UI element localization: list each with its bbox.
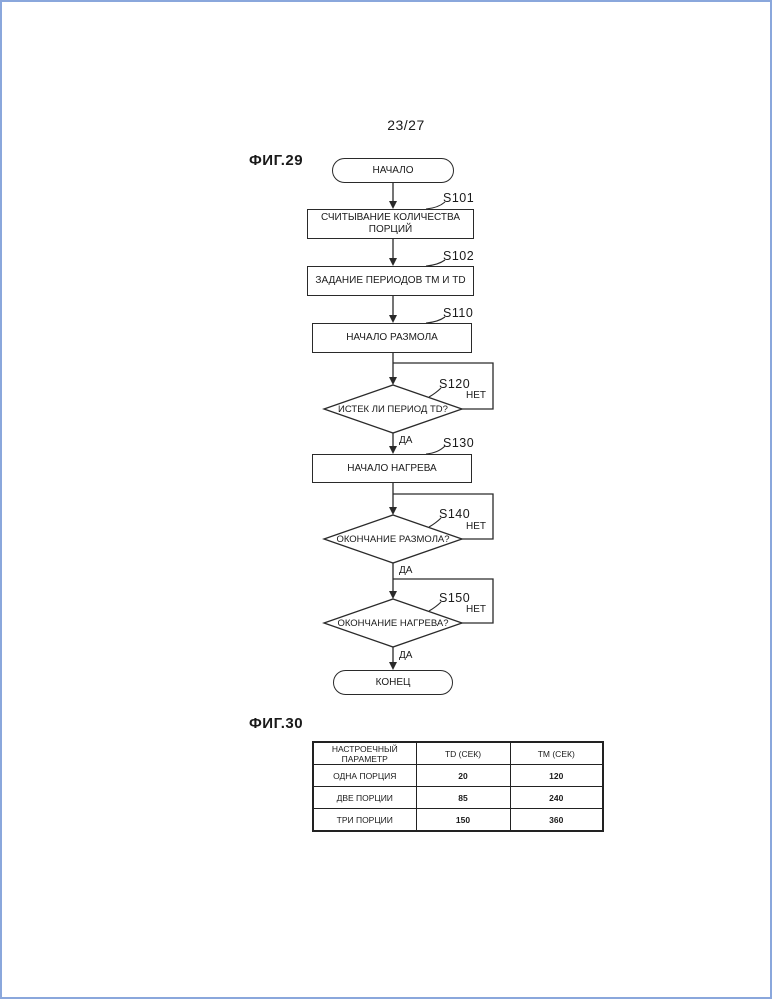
step-box-s101: СЧИТЫВАНИЕ КОЛИЧЕСТВА ПОРЦИЙ xyxy=(307,209,474,239)
step-box-s130: НАЧАЛО НАГРЕВА xyxy=(312,454,472,483)
table-cell-td: 20 xyxy=(415,764,511,787)
table-header-td: TD (СЕК) xyxy=(415,741,511,765)
table-header-parameter: НАСТРОЕЧНЫЙ ПАРАМЕТР xyxy=(312,741,417,765)
table-header-tm: TM (СЕК) xyxy=(509,741,604,765)
table-cell-portion: ОДНА ПОРЦИЯ xyxy=(312,764,417,787)
fig29-label: ФИГ.29 xyxy=(249,152,304,169)
table-cell-portion: ТРИ ПОРЦИИ xyxy=(312,808,417,832)
arrowhead-s101 xyxy=(389,201,397,209)
step-label-s140: S140 xyxy=(439,507,471,521)
arrowhead-s102 xyxy=(389,258,397,266)
step-box-s110: НАЧАЛО РАЗМОЛА xyxy=(312,323,472,353)
step-label-s150: S150 xyxy=(439,591,471,605)
table-row: ТРИ ПОРЦИИ 150 360 xyxy=(312,808,604,832)
arrowhead-s110 xyxy=(389,315,397,323)
arrowhead-end xyxy=(389,662,397,670)
table-cell-tm: 240 xyxy=(509,786,604,809)
step-label-s110: S110 xyxy=(443,306,474,320)
diamond-text-s140: ОКОНЧАНИЕ РАЗМОЛА? xyxy=(336,534,450,545)
yes-label-s150: ДА xyxy=(399,650,413,661)
step-label-s130: S130 xyxy=(443,436,475,450)
table-header-row: НАСТРОЕЧНЫЙ ПАРАМЕТР TD (СЕК) TM (СЕК) xyxy=(312,741,604,765)
arrowhead-s150 xyxy=(389,591,397,599)
table-cell-tm: 360 xyxy=(509,808,604,832)
yes-label-s140: ДА xyxy=(399,565,413,576)
diamond-text-s120: ИСТЕК ЛИ ПЕРИОД TD? xyxy=(338,404,448,415)
table-cell-portion: ДВЕ ПОРЦИИ xyxy=(312,786,417,809)
arrowhead-s130 xyxy=(389,446,397,454)
diamond-text-s150: ОКОНЧАНИЕ НАГРЕВА? xyxy=(337,618,449,629)
fig30-parameter-table: НАСТРОЕЧНЫЙ ПАРАМЕТР TD (СЕК) TM (СЕК) О… xyxy=(312,741,604,832)
arrowhead-s120 xyxy=(389,377,397,385)
yes-label-s120: ДА xyxy=(399,435,413,446)
table-cell-tm: 120 xyxy=(509,764,604,787)
table-cell-td: 85 xyxy=(415,786,511,809)
step-label-s102: S102 xyxy=(443,249,475,263)
no-label-s140: НЕТ xyxy=(466,521,486,532)
step-label-s120: S120 xyxy=(439,377,471,391)
end-terminal: КОНЕЦ xyxy=(333,670,453,695)
step-label-s101: S101 xyxy=(443,191,475,205)
table-row: ОДНА ПОРЦИЯ 20 120 xyxy=(312,764,604,787)
start-terminal: НАЧАЛО xyxy=(332,158,454,183)
step-box-s102: ЗАДАНИЕ ПЕРИОДОВ TM И TD xyxy=(307,266,474,296)
fig30-label: ФИГ.30 xyxy=(249,715,304,732)
page-number: 23/27 xyxy=(387,117,425,133)
no-label-s150: НЕТ xyxy=(466,604,486,615)
arrowhead-s140 xyxy=(389,507,397,515)
no-label-s120: НЕТ xyxy=(466,390,486,401)
table-row: ДВЕ ПОРЦИИ 85 240 xyxy=(312,786,604,809)
table-cell-td: 150 xyxy=(415,808,511,832)
